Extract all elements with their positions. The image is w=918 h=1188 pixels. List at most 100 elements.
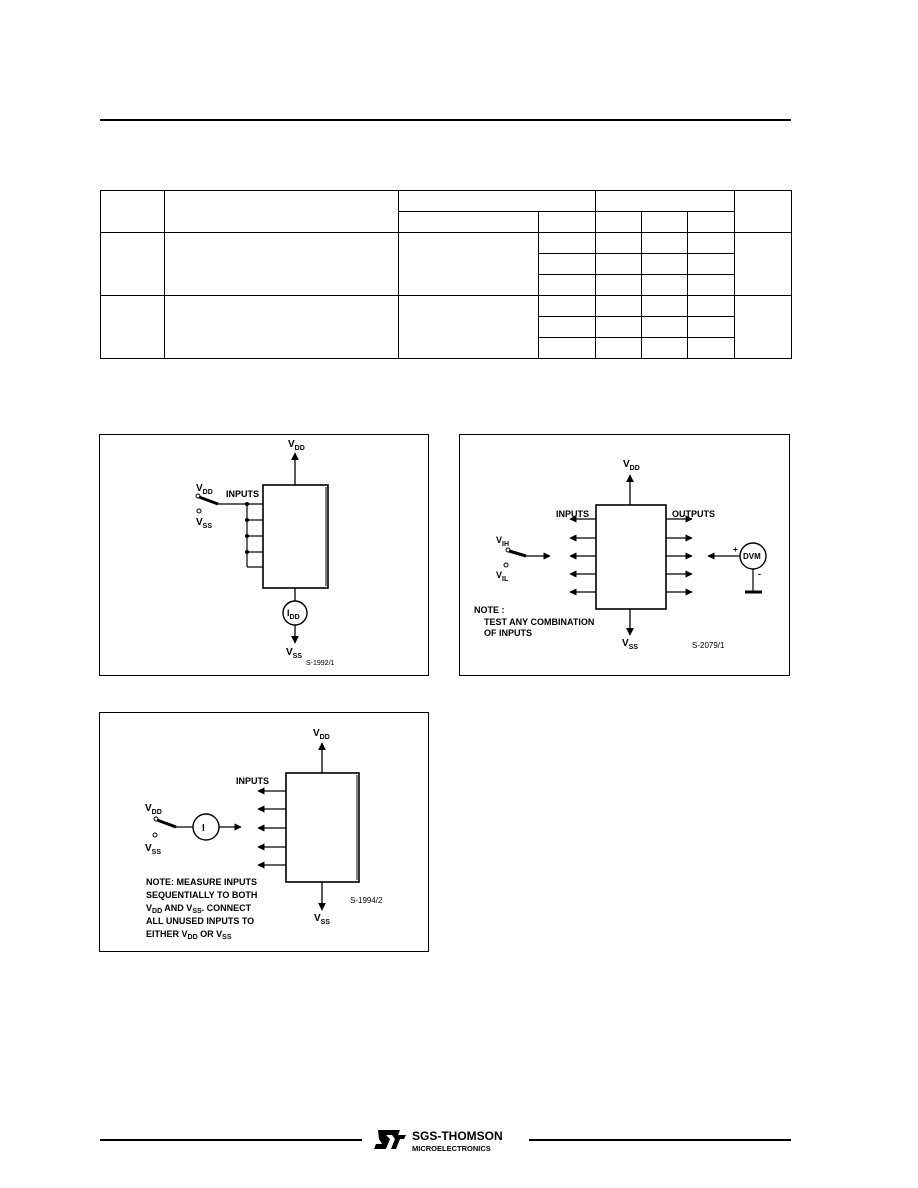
table-cell [686,337,736,359]
table-cell [641,337,688,359]
figure-input-current-diagram: VDD INPUTS VDD VSS I VSS S-1994/2 NOTE: … [145,728,383,941]
ic-block [285,772,360,883]
table-header-row [100,190,793,233]
switch-contact-vss [196,508,202,514]
table-cell [538,316,596,338]
switch-lever [198,495,219,506]
figure-code: S-1992/1 [306,660,335,667]
figure-code: S-1994/2 [350,896,383,905]
note-line-4: ALL UNUSED INPUTS TO [146,916,254,926]
table-cell [595,211,642,233]
vss-bottom-label: VSS [286,647,302,660]
table-row [101,337,792,359]
figure-input-voltage-diagram: VDD INPUTS OUTPUTS VIH VIL DVM + - [474,459,767,651]
table-cell [641,274,688,296]
table-cell [100,232,165,296]
vdd-top-label: VDD [313,728,330,741]
dvm-plus: + [733,545,738,554]
table-cell [686,316,736,338]
table-cell [538,295,596,317]
note-line-1: NOTE: MEASURE INPUTS [146,877,257,887]
inputs-label: INPUTS [226,489,259,499]
table-cell [686,295,736,317]
inputs-label: INPUTS [556,509,589,519]
vss-switch-label: VSS [145,843,161,856]
table-cell [164,295,399,359]
vss-switch-label: VSS [196,517,212,530]
table-cell [538,274,596,296]
table-cell [595,337,642,359]
note-line-1: NOTE : [474,605,505,615]
vdd-switch-label: VDD [196,483,213,496]
figure-input-current: VDD INPUTS VDD VSS I VSS S-1994/2 NOTE: … [99,712,429,952]
table-cell [595,295,642,317]
input-pin-arrows [257,787,286,869]
brand-name: SGS-THOMSON [412,1129,503,1143]
st-logo-icon [374,1130,406,1149]
table-cell [398,295,539,359]
switch-contact-vss [152,832,158,838]
table-cell [641,316,688,338]
note-line-2: TEST ANY COMBINATION [484,617,594,627]
table-row [100,295,793,359]
inputs-label: INPUTS [236,776,269,786]
table-cell [538,337,596,359]
figure-supply-current: VDD VDD VSS INPUTS IDD VSS S-1992/1 [99,434,429,676]
table-cell [538,211,596,233]
note-line-5: EITHER VDD OR VSS [146,929,232,941]
table-cell [164,232,399,296]
table-cell [538,253,596,275]
dvm-label: DVM [743,552,761,561]
table-cell [595,274,642,296]
table-cell [398,232,539,296]
table-cell [398,211,539,233]
vdd-top-label: VDD [288,439,305,452]
table-cell [641,211,688,233]
table-cell [164,190,399,233]
vdd-switch-label: VDD [145,803,162,816]
vih-label: VIH [496,535,509,548]
table-cell [398,190,596,212]
figure-input-voltage: VDD INPUTS OUTPUTS VIH VIL DVM + - [459,434,790,676]
input-pin-arrows [569,515,596,596]
output-pin-arrows [666,515,693,596]
table-cell [686,253,736,275]
table-cell [641,253,688,275]
current-meter-label: I [202,823,205,834]
table-cell [100,295,165,359]
brand-subtitle: MICROELECTRONICS [412,1144,491,1153]
switch-contact-vil [503,562,509,568]
table-header-row [101,211,792,233]
table-cell [734,190,793,233]
spec-table [100,190,793,359]
vss-label: VSS [314,913,330,926]
idd-meter-label: IDD [287,608,300,621]
outputs-label: OUTPUTS [672,509,715,519]
table-cell [595,316,642,338]
input-taps [245,502,263,568]
switch-lever [508,549,527,558]
footer-logo: SGS-THOMSON MICROELECTRONICS [372,1128,522,1161]
table-cell [100,190,165,233]
table-cell [734,232,793,296]
switch-lever [156,818,177,829]
footer-rule-left [100,1139,362,1141]
table-cell [595,253,642,275]
note-line-3: OF INPUTS [484,628,532,638]
note-line-2: SEQUENTIALLY TO BOTH [146,890,257,900]
table-cell [734,295,793,359]
table-row [101,274,792,296]
footer-rule-right [529,1139,791,1141]
ic-block [595,504,667,610]
table-cell [686,274,736,296]
table-cell [641,232,688,254]
figure-code: S-2079/1 [692,641,725,650]
table-row [100,232,793,296]
table-cell [686,232,736,254]
table-cell [641,295,688,317]
dvm-minus: - [758,569,761,579]
vdd-top-label: VDD [623,459,640,472]
ic-block [262,484,329,589]
vss-label: VSS [622,638,638,651]
table-row [101,316,792,338]
